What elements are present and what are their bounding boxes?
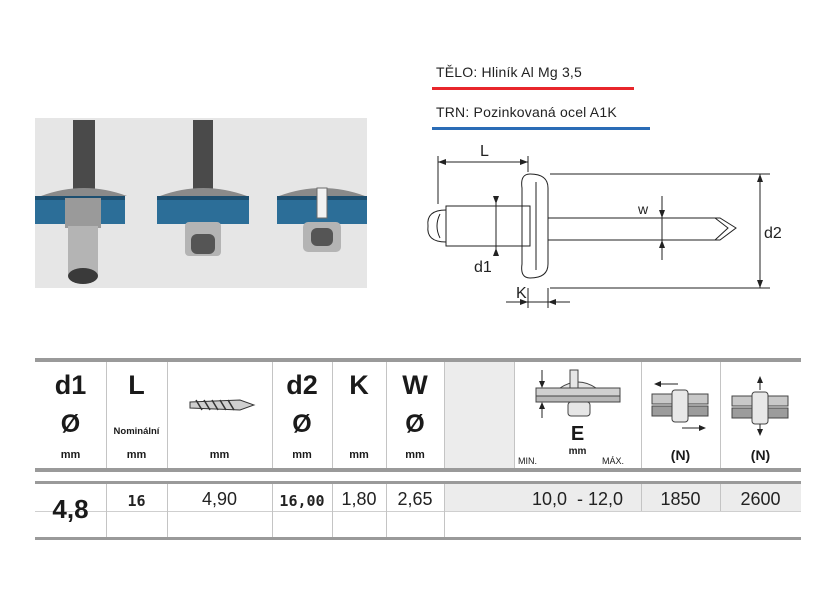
body-material-label: TĚLO: Hliník Al Mg 3,5 [436,64,583,80]
header-d2-diameter: Ø [292,410,312,438]
header-tensile-unit: (N) [750,447,771,463]
row-d2: 16,00 [279,492,325,510]
vdiv [272,362,273,468]
row-d1: 4,8 [52,494,89,524]
body-material-underline [432,87,634,90]
row-drill: 4,90 [201,489,238,509]
row-tensile: 2600 [740,489,781,509]
vdiv [444,484,445,537]
header-W-unit: mm [405,449,425,461]
header-E-unit: mm [568,446,587,457]
header-E-symbol: E [570,423,585,445]
row-K: 1,80 [341,489,377,509]
row-shear: 1850 [660,489,701,509]
header-d1-unit: mm [60,449,81,461]
vdiv [386,484,387,537]
header-d1-symbol: d1 [54,370,87,400]
vdiv [167,362,168,468]
vdiv [641,484,642,511]
row-shade [444,484,801,511]
header-K-symbol: K [349,370,369,400]
vdiv [332,362,333,468]
dim-d2-label: d2 [764,225,782,242]
vdiv [386,362,387,468]
rivet-technical-drawing: L d1 w d2 K [427,143,782,308]
header-d2-unit: mm [292,449,312,461]
vdiv [720,484,721,511]
table-row-bottom-rule [35,537,801,540]
header-K-unit: mm [349,449,369,461]
header-L-symbol: L [128,370,145,400]
rivet-stage-1-icon [35,120,127,284]
header-d2-symbol: d2 [286,370,318,400]
vdiv [514,362,515,468]
vdiv [444,362,445,468]
grip-range-icon [535,369,621,418]
header-E-max: MÁX. [602,456,625,466]
header-W-symbol: W [402,370,428,400]
vdiv [167,484,168,537]
dim-K-label: K [516,285,527,302]
rivet-stage-2-icon [157,120,249,256]
row-W: 2,65 [397,489,433,509]
drill-bit-icon [189,399,256,411]
dim-w-label: w [637,201,649,217]
header-shade-blank [444,362,514,468]
table-header-bottom-rule [35,468,801,472]
header-W-diameter: Ø [405,410,425,438]
header-L-unit: mm [126,449,147,461]
header-d1-diameter: Ø [60,410,81,438]
table-row-mid-rule [35,511,801,512]
header-shear-unit: (N) [670,447,691,463]
header-L-note: Nominální [113,426,160,437]
vdiv [106,484,107,537]
vdiv [641,362,642,468]
vdiv [272,484,273,537]
vdiv [106,362,107,468]
mandrel-material-underline [432,127,650,130]
dim-L-label: L [480,143,489,160]
tensile-force-icon [731,376,789,436]
vdiv [720,362,721,468]
header-E-min: MIN. [518,456,537,466]
vdiv [332,484,333,537]
row-E-range: 10,0 - 12,0 [531,489,624,509]
shear-force-icon [651,381,709,431]
rivet-stage-photos [35,118,367,288]
rivet-stage-3-icon [277,187,367,252]
mandrel-material-label: TRN: Pozinkovaná ocel A1K [436,104,617,120]
row-L: 16 [127,492,146,510]
header-drill-unit: mm [209,449,230,461]
table-row-top-rule [35,481,801,484]
dim-d1-label: d1 [474,259,492,276]
table-header-top-rule [35,358,801,362]
